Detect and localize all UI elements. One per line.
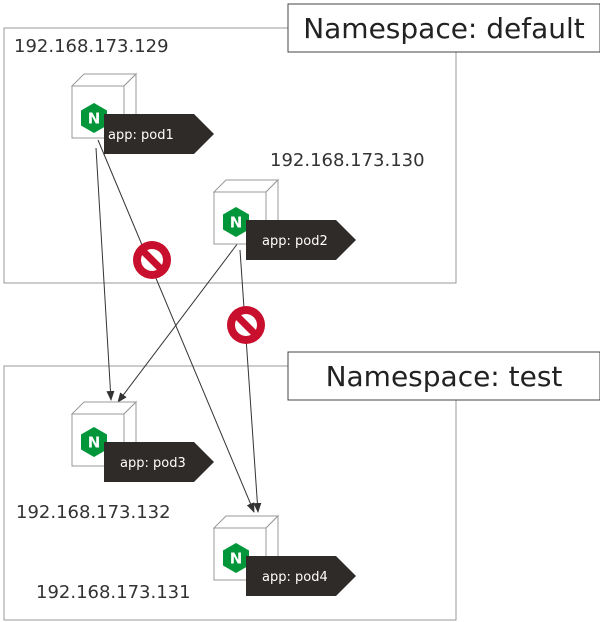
nginx-icon: N xyxy=(81,103,107,133)
connection-pod2-pod3 xyxy=(117,242,239,403)
pod-pod2: N app: pod2 xyxy=(212,178,356,260)
pod-ip: 192.168.173.131 xyxy=(36,582,191,603)
connection-pod1-pod4 xyxy=(97,139,255,513)
namespace-test-title: Namespace: test xyxy=(326,360,563,393)
pod-label-tag xyxy=(104,114,214,154)
pod-label-tag xyxy=(246,556,356,596)
pod-label: app: pod2 xyxy=(262,234,328,249)
namespace-test-title-box xyxy=(287,351,600,401)
blocked-icon xyxy=(227,306,265,344)
svg-text:N: N xyxy=(230,550,243,568)
nginx-icon: N xyxy=(223,543,249,573)
pod-label-tag xyxy=(246,220,356,260)
namespace-default-title-box xyxy=(287,3,600,53)
pod-pod4: N app: pod4 xyxy=(212,514,356,596)
pod-label-tag xyxy=(104,442,214,482)
pod-label: app: pod3 xyxy=(120,456,186,471)
pod-pod3: N app: pod3 xyxy=(70,400,214,482)
svg-text:N: N xyxy=(88,110,101,128)
connection-pod2-pod4 xyxy=(239,249,262,513)
pod-ip: 192.168.173.132 xyxy=(16,502,171,523)
svg-text:N: N xyxy=(230,214,243,232)
namespace-default-box xyxy=(3,27,457,284)
pod-ip: 192.168.173.130 xyxy=(270,150,425,171)
namespace-test-box xyxy=(3,365,457,621)
pod-label: app: pod4 xyxy=(262,570,328,585)
pod-label: app: pod1 xyxy=(108,128,174,143)
svg-text:N: N xyxy=(88,434,101,452)
pod-ip: 192.168.173.129 xyxy=(14,36,169,57)
pod-pod1: N app: pod1 xyxy=(70,72,214,154)
blocked-icon xyxy=(133,241,171,279)
nginx-icon: N xyxy=(223,207,249,237)
connections xyxy=(95,139,262,513)
connection-pod1-pod3 xyxy=(95,147,115,401)
nginx-icon: N xyxy=(81,427,107,457)
namespace-default-title: Namespace: default xyxy=(303,12,585,45)
